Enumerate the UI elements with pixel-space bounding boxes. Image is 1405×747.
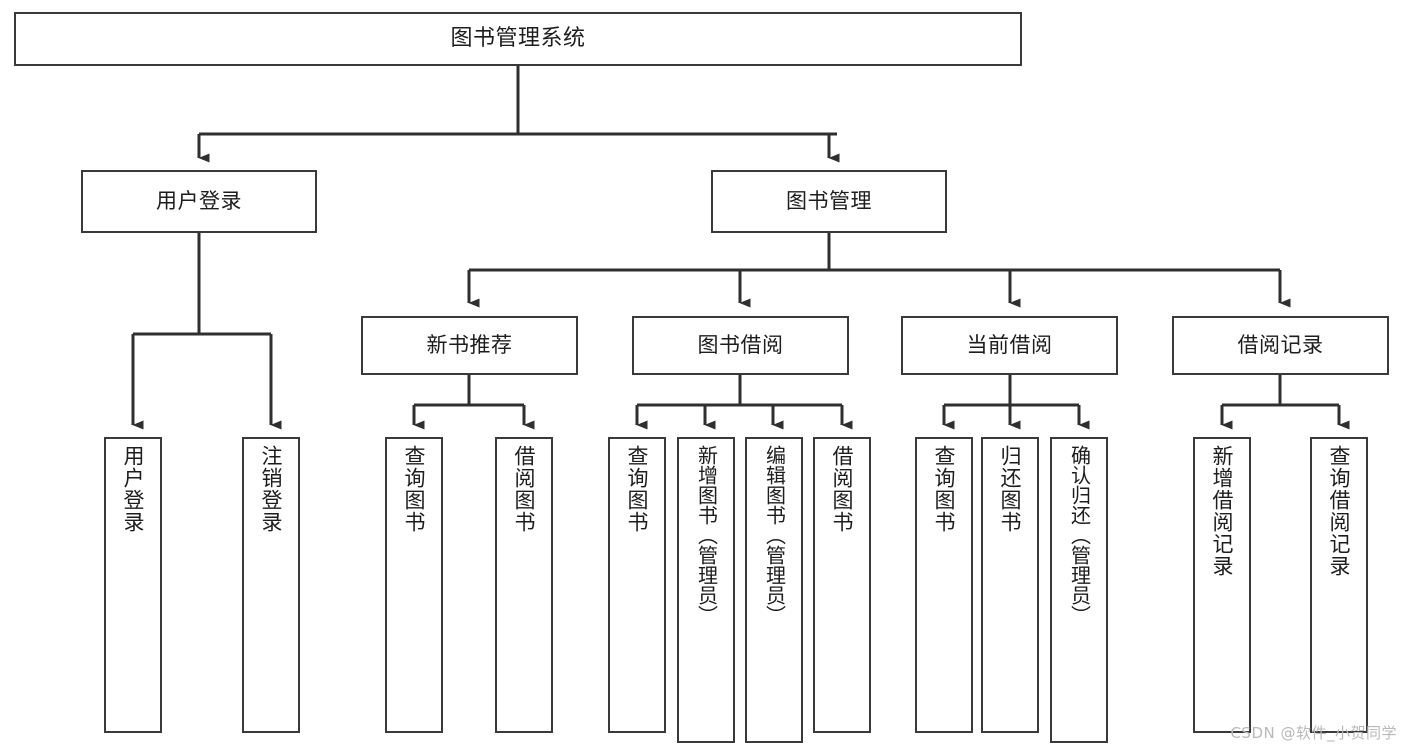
- node-label: 借阅图书: [830, 445, 855, 533]
- leaf-query-book-borrow[interactable]: 查询图书: [608, 437, 666, 733]
- node-label: 借阅记录: [1237, 333, 1324, 357]
- node-label: 新增借阅记录: [1210, 445, 1235, 577]
- leaf-borrow-book-new[interactable]: 借阅图书: [495, 437, 553, 733]
- node-label: 编辑图书（管理员）: [762, 445, 787, 625]
- node-book-management[interactable]: 图书管理: [711, 170, 947, 233]
- leaf-edit-book-admin[interactable]: 编辑图书（管理员）: [745, 437, 803, 743]
- node-label: 当前借阅: [966, 333, 1053, 357]
- leaf-borrow-book[interactable]: 借阅图书: [813, 437, 871, 733]
- node-user-login[interactable]: 用户登录: [81, 170, 317, 233]
- node-label: 图书管理系统: [450, 26, 586, 51]
- node-root-book-management-system[interactable]: 图书管理系统: [14, 12, 1022, 66]
- node-borrow-records[interactable]: 借阅记录: [1172, 316, 1389, 375]
- node-current-borrowing[interactable]: 当前借阅: [901, 316, 1118, 375]
- leaf-user-login[interactable]: 用户登录: [104, 437, 162, 733]
- node-label: 归还图书: [998, 445, 1023, 533]
- node-label: 用户登录: [121, 445, 146, 533]
- leaf-logout[interactable]: 注销登录: [242, 437, 300, 733]
- node-label: 图书借阅: [697, 333, 784, 357]
- node-label: 新书推荐: [426, 333, 513, 357]
- node-label: 借阅图书: [512, 445, 537, 533]
- node-label: 用户登录: [156, 189, 242, 213]
- node-label: 查询图书: [625, 445, 650, 533]
- node-new-book-recommendation[interactable]: 新书推荐: [361, 316, 578, 375]
- leaf-return-book[interactable]: 归还图书: [981, 437, 1039, 733]
- watermark: CSDN @软件_小贺同学: [1230, 724, 1397, 742]
- node-label: 注销登录: [259, 445, 284, 533]
- leaf-query-borrow-record[interactable]: 查询借阅记录: [1310, 437, 1368, 733]
- leaf-query-book-current[interactable]: 查询图书: [915, 437, 973, 733]
- node-label: 查询图书: [402, 445, 427, 533]
- leaf-add-borrow-record[interactable]: 新增借阅记录: [1193, 437, 1251, 733]
- leaf-add-book-admin[interactable]: 新增图书（管理员）: [677, 437, 735, 743]
- leaf-query-book-new[interactable]: 查询图书: [385, 437, 443, 733]
- node-label: 新增图书（管理员）: [694, 445, 719, 625]
- node-label: 查询图书: [932, 445, 957, 533]
- leaf-confirm-return-admin[interactable]: 确认归还（管理员）: [1050, 437, 1108, 743]
- node-label: 确认归还（管理员）: [1067, 445, 1092, 625]
- node-label: 图书管理: [786, 189, 872, 213]
- node-label: 查询借阅记录: [1327, 445, 1352, 577]
- node-book-borrowing[interactable]: 图书借阅: [632, 316, 849, 375]
